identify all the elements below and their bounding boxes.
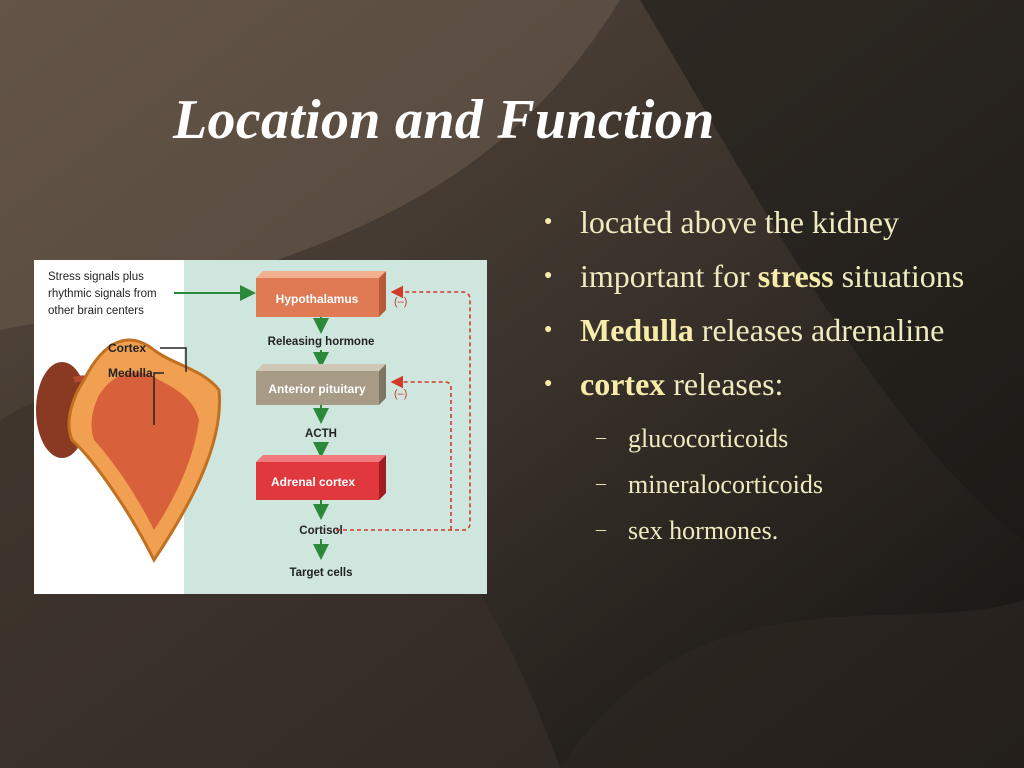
adrenal-cortex-label: Adrenal cortex xyxy=(271,475,355,489)
slide-title: Location and Function xyxy=(173,89,715,151)
medulla-label: Medulla xyxy=(108,366,153,380)
hypothalamus-box xyxy=(256,278,379,317)
dash-marker: – xyxy=(596,426,606,448)
bullet-medulla: ● Medulla releases adrenaline xyxy=(540,308,1010,352)
cortex-label: Cortex xyxy=(108,341,146,355)
target-cells-label: Target cells xyxy=(289,567,352,579)
acth-label: ACTH xyxy=(305,428,337,440)
sub-bullet-glucocorticoids: – glucocorticoids xyxy=(540,416,1010,462)
bullet-dot: ● xyxy=(544,322,553,337)
anterior-pituitary-label: Anterior pituitary xyxy=(268,382,366,396)
hypothalamus-label: Hypothalamus xyxy=(276,292,359,306)
feedback-sign-2: (–) xyxy=(394,388,407,400)
cortex-emphasis: cortex xyxy=(580,366,666,402)
bullet-dot: ● xyxy=(544,268,553,283)
medulla-emphasis: Medulla xyxy=(580,312,694,348)
hpa-axis-diagram: Cortex Medulla Stress signals plus rhyth… xyxy=(36,260,487,594)
feedback-loop-pituitary xyxy=(390,375,452,530)
sub-bullet-sex-hormones: – sex hormones. xyxy=(540,508,1010,554)
bullet-cortex: ● cortex releases: xyxy=(540,362,1010,406)
dash-marker: – xyxy=(596,518,606,540)
cortisol-label: Cortisol xyxy=(299,525,342,537)
bullet-dot: ● xyxy=(544,376,553,391)
bullet-list: ● located above the kidney ● important f… xyxy=(540,200,1010,554)
feedback-sign-1: (–) xyxy=(394,296,407,308)
releasing-hormone-label: Releasing hormone xyxy=(268,336,375,348)
stress-signals-line-1: Stress signals plus xyxy=(48,271,144,283)
sub-bullet-mineralocorticoids: – mineralocorticoids xyxy=(540,462,1010,508)
stress-signals-line-2: rhythmic signals from xyxy=(48,288,157,300)
adrenal-medulla-shape xyxy=(91,372,199,530)
bullet-dot: ● xyxy=(544,214,553,229)
bullet-stress: ● important for stress situations xyxy=(540,254,1010,298)
adrenal-hpa-axis-figure: Cortex Medulla Stress signals plus rhyth… xyxy=(34,260,487,594)
dash-marker: – xyxy=(596,472,606,494)
adrenal-cortex-box xyxy=(256,462,379,500)
stress-signals-line-3: other brain centers xyxy=(48,305,144,317)
anterior-pituitary-box xyxy=(256,371,379,405)
bullet-location: ● located above the kidney xyxy=(540,200,1010,244)
stress-emphasis: stress xyxy=(757,258,834,294)
